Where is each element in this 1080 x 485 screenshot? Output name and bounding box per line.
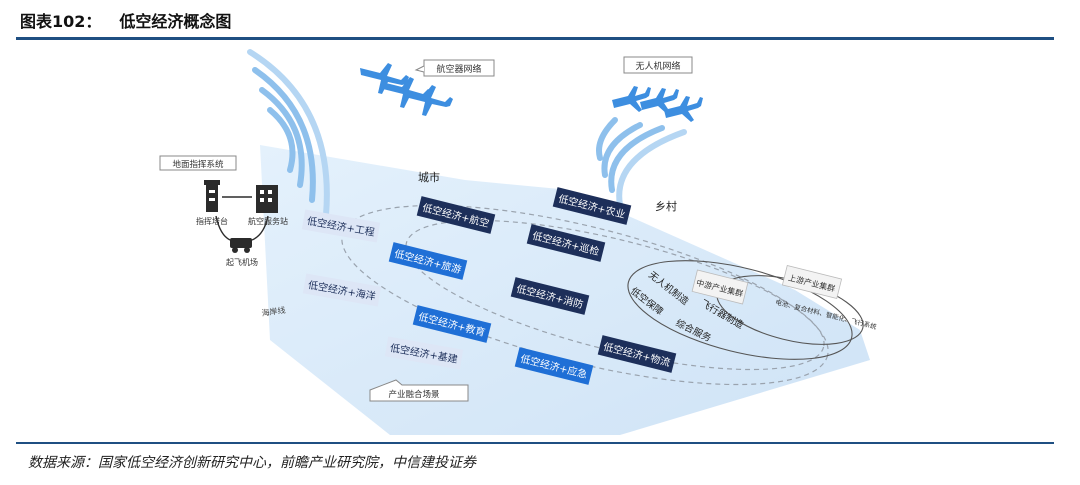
ocean-label: 海岸线: [261, 305, 286, 318]
source-note: 数据来源：国家低空经济创新研究中心，前瞻产业研究院，中信建投证券: [28, 455, 476, 471]
drone-icon: [612, 86, 703, 122]
signal-waves-right: [596, 117, 687, 208]
upstream-box: 上游产业集群: [781, 265, 843, 299]
countryside-label: 乡村: [655, 199, 677, 213]
figure-title-text: 低空经济概念图: [119, 12, 232, 31]
industry-scene-label: 产业融合场景: [388, 389, 439, 400]
aviation-network-label: 航空器网络: [436, 63, 481, 75]
top-rule: [16, 37, 1054, 40]
lighthouse-icon: [204, 180, 220, 212]
ground-system-callout: 地面指挥系统: [159, 155, 237, 171]
ground-links: [215, 196, 269, 241]
ground-system-label: 地面指挥系统: [172, 159, 224, 170]
city-label: 城市: [418, 170, 440, 184]
midstream-box: 中游产业集群: [691, 269, 749, 305]
service-station-label: 航空服务站: [248, 216, 288, 226]
industry-ring-inner: [627, 260, 853, 360]
airport-label: 起飞机场: [226, 257, 258, 267]
industry-scene-callout: 产业融合场景: [369, 379, 469, 402]
car-icon: [230, 238, 252, 253]
industry-ring-mid: [405, 219, 825, 371]
low-altitude-diagram: 航空器网络 无人机网络 地面指挥系统 指挥塔台 航空服务站 起飞机场 城市 乡村…: [159, 49, 878, 435]
drone-network-callout: 无人机网络: [623, 56, 693, 74]
signal-waves-left: [247, 49, 330, 218]
tower-label: 指挥塔台: [196, 216, 228, 226]
aviation-network-callout: 航空器网络: [414, 59, 495, 77]
bottom-rule: [16, 442, 1054, 444]
airplane-icon: [360, 63, 453, 116]
drone-network-label: 无人机网络: [635, 60, 680, 72]
figure-number: 图表102：: [20, 12, 102, 31]
figure-title: 图表102： 低空经济概念图: [20, 8, 231, 32]
building-icon: [256, 185, 278, 213]
